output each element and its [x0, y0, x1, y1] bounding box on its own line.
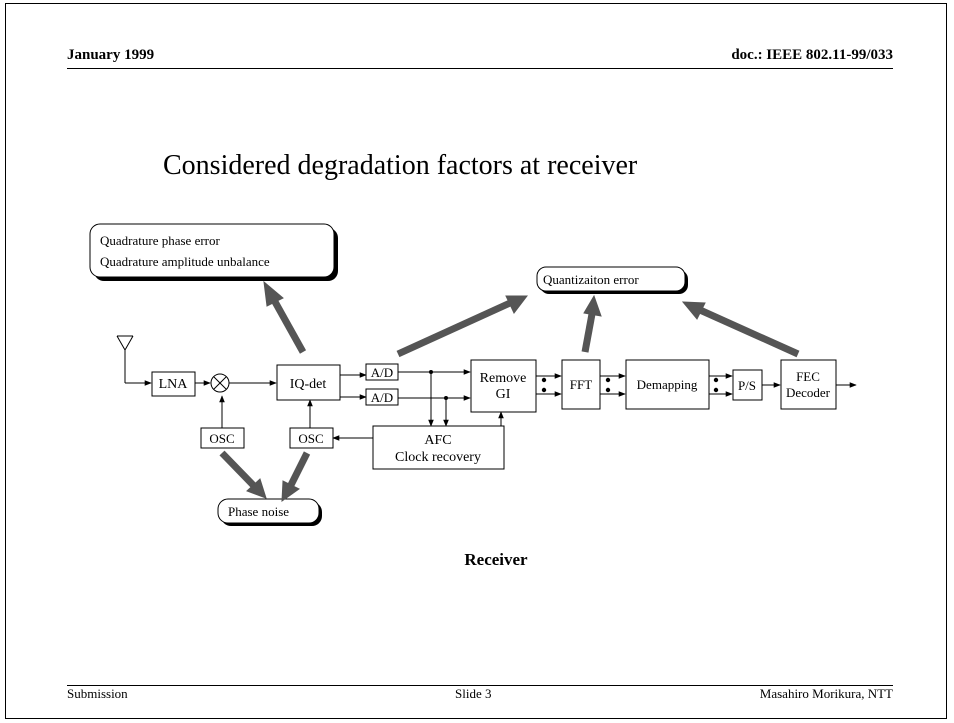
phase-noise-callout: Phase noise — [217, 498, 322, 526]
afc-label: AFC — [424, 433, 451, 448]
slide-frame — [5, 3, 947, 719]
remove-gi-label-1: Remove — [480, 371, 527, 386]
fec-decoder-block — [780, 359, 837, 410]
footer-author: Masahiro Morikura, NTT — [759, 686, 893, 701]
osc-label-1: OSC — [209, 431, 234, 446]
fft-block — [561, 359, 601, 410]
quadrature-error-callout: Quadrature phase error Quadrature amplit… — [89, 223, 338, 281]
fec-label-1: FEC — [796, 369, 820, 384]
ad-converter-1 — [365, 363, 399, 381]
quantization-error-callout: Quantizaiton error — [536, 266, 688, 294]
afc-clock-recovery-block — [372, 425, 505, 470]
quantization-error-label: Quantizaiton error — [543, 272, 639, 287]
quadrature-amplitude-unbalance-label: Quadrature amplitude unbalance — [100, 254, 270, 269]
header-doc-number: doc.: IEEE 802.11-99/033 — [731, 47, 893, 63]
phase-noise-label: Phase noise — [228, 504, 289, 519]
footer-slide-number: Slide 3 — [455, 686, 492, 701]
demapping-block — [625, 359, 710, 410]
ad-converter-2 — [365, 388, 399, 406]
fec-label-2: Decoder — [786, 385, 831, 400]
osc-block-1 — [200, 427, 245, 449]
header-date: January 1999 — [67, 47, 155, 63]
ps-label: P/S — [738, 378, 756, 393]
ad-label-2: A/D — [371, 390, 393, 405]
callout-arrows — [219, 280, 800, 503]
fft-label: FFT — [570, 377, 592, 392]
osc-block-2 — [289, 427, 334, 449]
footer-submission: Submission — [67, 686, 128, 701]
ps-block — [732, 369, 763, 401]
osc-label-2: OSC — [298, 431, 323, 446]
mixer-icon — [210, 373, 230, 393]
remove-gi-block — [470, 359, 537, 413]
clock-recovery-label: Clock recovery — [395, 450, 481, 465]
footer-rule — [67, 685, 893, 686]
iq-det-label: IQ-det — [290, 377, 327, 392]
quadrature-phase-error-label: Quadrature phase error — [100, 233, 220, 248]
iq-det-block — [276, 364, 341, 401]
slide-title: Considered degradation factors at receiv… — [163, 150, 638, 181]
remove-gi-label-2: GI — [496, 387, 511, 402]
lna-block — [151, 371, 196, 397]
ad-label-1: A/D — [371, 365, 393, 380]
header-rule — [67, 68, 893, 69]
diagram-caption: Receiver — [464, 550, 528, 569]
lna-label: LNA — [159, 377, 189, 392]
demapping-label: Demapping — [637, 377, 698, 392]
parallel-dots — [541, 377, 719, 393]
antenna-icon — [116, 335, 134, 383]
